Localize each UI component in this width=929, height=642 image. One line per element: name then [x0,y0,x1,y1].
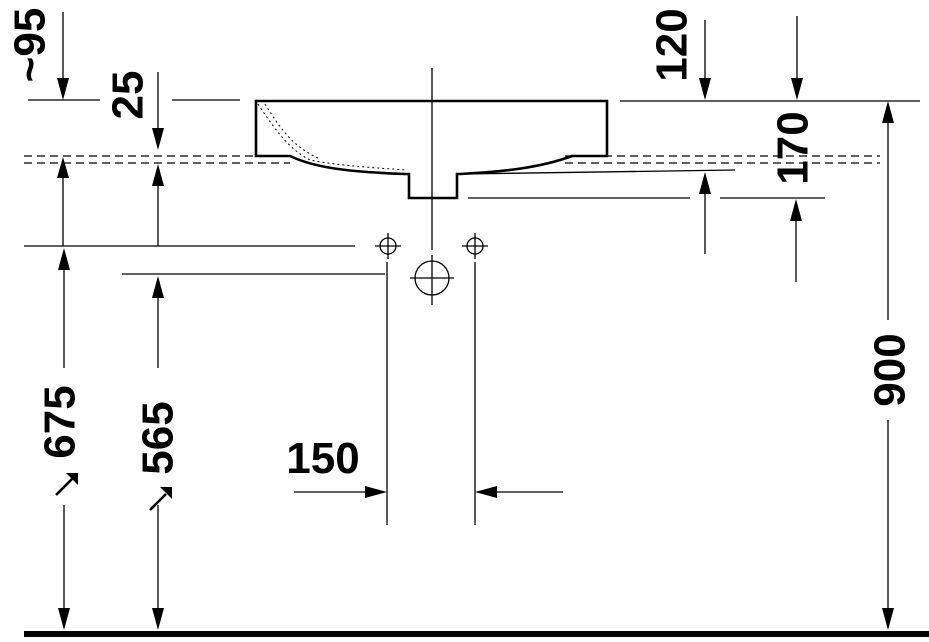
overflow-depth-dimension [57,12,69,246]
valve-spacing-dimension [294,486,563,498]
supply-height-dimension [55,248,78,630]
drain-height-dimension [149,276,172,630]
label-rim-thickness: 25 [104,71,153,120]
label-overflow-depth: ~95 [6,8,55,83]
mounting-height-dimension [882,101,894,630]
label-drain-height: 565 [134,401,183,474]
hot-supply-symbol [462,233,488,259]
rim-thickness-dimension [152,72,164,246]
floor-line [24,631,929,637]
drain-outlet-symbol [410,260,454,296]
label-top-offset: 120 [648,8,697,81]
label-valve-spacing: 150 [286,434,359,483]
drain-depth-dimension [699,172,802,282]
top-offset-dimension [699,16,803,100]
basin-outline [254,99,736,200]
cold-supply-symbol [375,233,401,259]
label-drain-depth: 170 [769,111,818,184]
label-mounting-height: 900 [866,333,915,406]
label-supply-height: 675 [36,385,85,458]
